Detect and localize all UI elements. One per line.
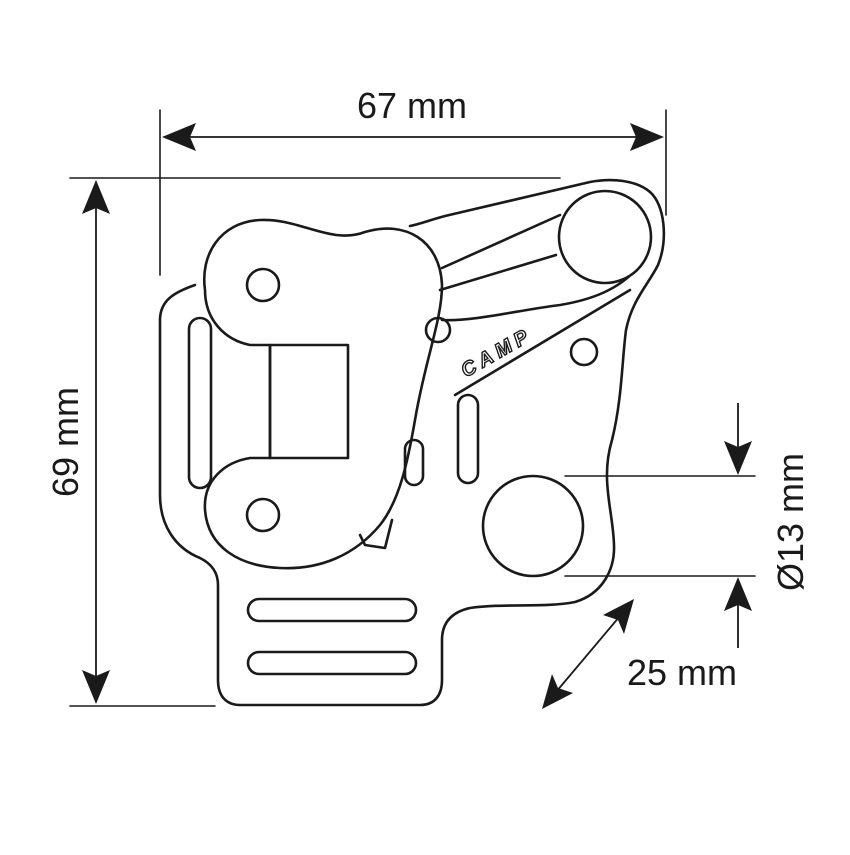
hole-label: Ø13 mm: [770, 453, 811, 591]
webbing-dimension: 25 mm: [542, 599, 737, 709]
top-roller: [557, 189, 653, 285]
hole-arrow-bottom: [724, 577, 752, 611]
inner-slot-left: [403, 438, 425, 487]
back-plate-outline: [158, 178, 666, 707]
webbing-arrow-bottom: [542, 674, 573, 709]
rivet-hole-mid: [424, 316, 452, 344]
width-arrow-left: [162, 123, 196, 151]
webbing-dim-line: [555, 615, 621, 693]
height-arrow-bottom: [82, 670, 110, 704]
device-body: CAMP: [158, 178, 666, 707]
width-dimension: 67 mm: [159, 85, 667, 276]
cam-tooth: [358, 518, 394, 550]
webbing-arrow-top: [603, 599, 634, 634]
left-slot: [187, 316, 213, 490]
lever-arm: [438, 213, 562, 292]
webbing-slot-bottom: [246, 650, 418, 676]
width-label: 67 mm: [357, 85, 467, 126]
rivet-hole-top: [245, 267, 281, 303]
inner-slot-right: [456, 393, 480, 485]
height-dimension: 69 mm: [45, 177, 561, 707]
rivet-hole-right: [569, 337, 599, 367]
side-plate-window: [268, 343, 350, 460]
height-label: 69 mm: [45, 387, 86, 497]
height-arrow-top: [82, 180, 110, 214]
attachment-hole: [481, 474, 585, 578]
width-arrow-right: [630, 123, 664, 151]
webbing-label: 25 mm: [627, 652, 737, 693]
hole-arrow-top: [724, 441, 752, 475]
hole-dimension: Ø13 mm: [564, 403, 811, 648]
side-plate: [202, 218, 444, 570]
rivet-hole-bottom: [245, 497, 281, 533]
lever-lower: [440, 263, 642, 397]
webbing-slot-top: [246, 597, 418, 623]
